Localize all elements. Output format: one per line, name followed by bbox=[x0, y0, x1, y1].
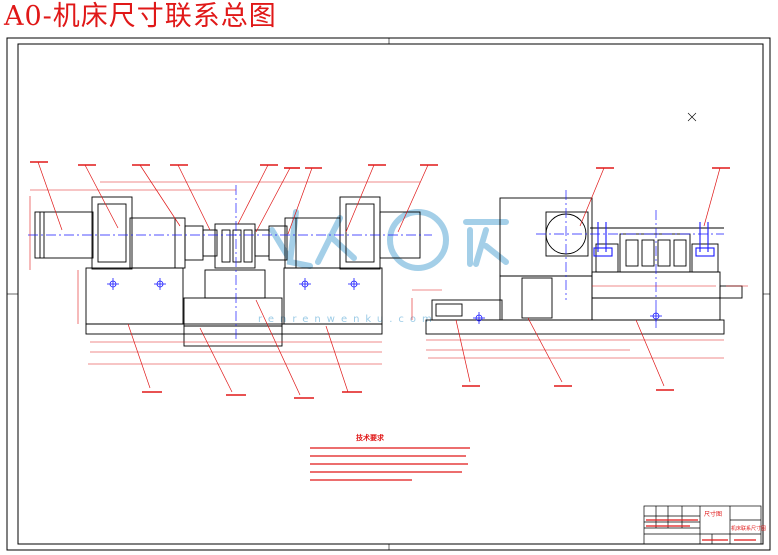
left-anchor-marks bbox=[107, 278, 360, 290]
side-anchor-marks bbox=[473, 310, 662, 324]
side-left-step bbox=[431, 299, 503, 321]
drawing-frame bbox=[6, 37, 771, 551]
left-machine-view bbox=[34, 196, 421, 347]
left-dimensions bbox=[29, 181, 420, 365]
left-center-lines bbox=[28, 185, 432, 340]
frame-ticks bbox=[7, 38, 770, 550]
watermark-logo-icon bbox=[269, 209, 509, 271]
side-callout-labels bbox=[462, 167, 730, 391]
page-title: A0-机床尺寸联系总图 bbox=[4, 1, 277, 32]
side-floor-plate bbox=[425, 319, 725, 335]
left-callouts bbox=[37, 161, 429, 396]
title-block-subtitle: 机床联系尺寸图 bbox=[731, 525, 766, 532]
floor-plate bbox=[85, 323, 383, 335]
left-drive-motor bbox=[129, 217, 186, 269]
side-callouts bbox=[455, 167, 721, 387]
title-block-marks bbox=[646, 519, 756, 541]
left-gearbox bbox=[91, 196, 133, 270]
title-block-name: 尺寸图 bbox=[704, 510, 722, 518]
side-center-lines bbox=[536, 190, 724, 330]
side-blue-frames bbox=[593, 222, 715, 257]
right-machine-view bbox=[425, 197, 743, 335]
left-callout-labels bbox=[30, 161, 438, 399]
watermark-url: renrenwenku.com bbox=[258, 314, 438, 325]
left-base bbox=[85, 267, 184, 325]
side-dimensions bbox=[411, 285, 748, 359]
side-base bbox=[499, 275, 593, 321]
notes-heading: 技术要求 bbox=[356, 433, 385, 442]
title-block bbox=[643, 505, 762, 545]
center-test-unit bbox=[214, 223, 256, 269]
notes-lines bbox=[310, 447, 470, 481]
